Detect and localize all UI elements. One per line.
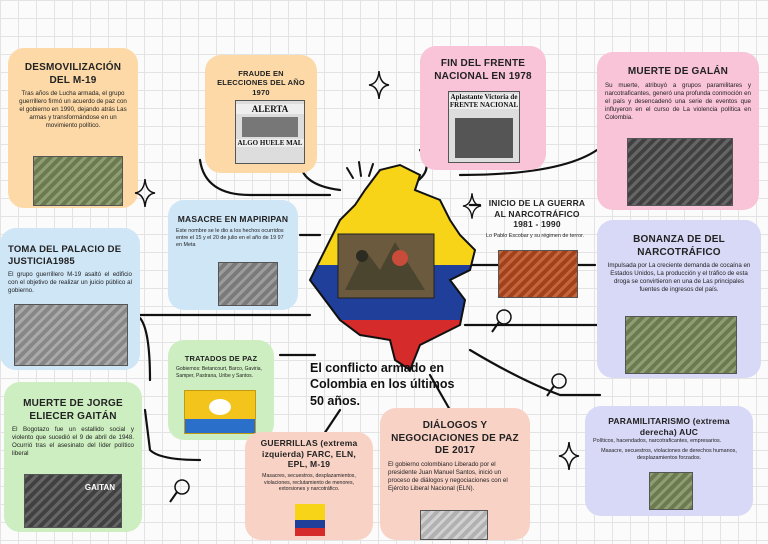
card-text: Gobiernos: Betancourt, Barco, Gaviria, S… [176,366,262,379]
card-text: Masacres, secuestros, desplazamientos, v… [262,472,356,493]
bonanza-photo [625,316,737,374]
card-title: DIÁLOGOS Y NEGOCIACIONES DE PAZ DE 2017 [391,420,519,456]
card-fraude: FRAUDE EN ELECCIONES DEL AÑO 1970 ALERTA… [205,55,317,173]
magnifier-icon [491,309,512,333]
magnifier-icon [546,373,567,397]
guerrilla-flag [295,504,325,536]
card-text: Tras años de Lucha armada, el grupo guer… [19,90,127,130]
card-text: Masacre, secuestros, violaciones de dere… [601,448,737,462]
card-text: El grupo guerrillero M-19 asaltó el edif… [8,270,132,294]
card-text: El Bogotazo fue un estallido social y vi… [12,426,134,458]
card-title: TRATADOS DE PAZ [184,354,258,363]
galan-photo [627,138,733,206]
newspaper-photo: ALERTA ALGO HUELE MAL [235,100,305,164]
card-title: FRAUDE EN ELECCIONES DEL AÑO 1970 [217,69,305,97]
card-title: INICIO DE LA GUERRA AL NARCOTRÁFICO 1981… [488,198,586,230]
newspaper-photo: Aplastante Victoria de FRENTE NACIONAL [448,91,520,163]
card-tratados: TRATADOS DE PAZ Gobiernos: Betancourt, B… [168,340,274,440]
card-title: DESMOVILIZACIÓN DEL M-19 [24,62,122,86]
sparkle-icon [558,441,580,471]
card-title: FIN DEL FRENTE NACIONAL EN 1978 [434,58,532,82]
fire-photo [498,250,578,298]
card-title: MUERTE DE JORGE ELIECER GAITÁN [23,398,123,422]
card-title: MASACRE EN MAPIRIPAN [177,214,289,224]
negotiation-photo [420,510,488,540]
card-title: GUERRILLAS (extrema izquierda) FARC, ELN… [260,438,358,470]
card-title: TOMA DEL PALACIO DE JUSTICIA1985 [8,244,122,267]
card-text: Lo Pablo Escobar y su régimen de terror. [486,232,584,239]
peace-dove-image [184,390,256,434]
magnifier-icon [169,479,190,503]
card-paramilitarismo: PARAMILITARISMO (extrema derecha) AUC Po… [585,406,753,516]
card-title: PARAMILITARISMO (extrema derecha) AUC [608,416,730,437]
card-mapiripan: MASACRE EN MAPIRIPAN Este nombre se le d… [168,200,298,310]
main-title: El conflicto armado en Colombia en los ú… [310,361,455,408]
card-title: MUERTE DE GALÁN [627,66,729,77]
card-desmovilizacion: DESMOVILIZACIÓN DEL M-19 Tras años de Lu… [8,48,138,208]
card-text: El gobierno colombiano Liberado por el p… [388,460,508,492]
card-text: Este nombre se le dio a los hechos ocurr… [176,227,284,248]
card-narcotrafico: INICIO DE LA GUERRA AL NARCOTRÁFICO 1981… [478,192,596,304]
card-title: BONANZA DE DEL NARCOTRÁFICO [633,234,725,258]
sparkle-icon [134,178,156,208]
card-frente-nacional: FIN DEL FRENTE NACIONAL EN 1978 Aplastan… [420,46,546,170]
palacio-photo [14,304,128,366]
sparkle-icon [368,70,390,100]
card-galan: MUERTE DE GALÁN Su muerte, atribuyó a gr… [597,52,759,210]
card-palacio: TOMA DEL PALACIO DE JUSTICIA1985 El grup… [0,228,140,370]
mapiripan-photo [218,262,278,306]
m19-photo [33,156,123,206]
sparkle-icon [462,193,482,219]
gaitan-photo: GAITAN [24,474,122,528]
card-guerrillas: GUERRILLAS (extrema izquierda) FARC, ELN… [245,432,373,540]
burst-lines [346,161,374,179]
card-text: Impulsada por La creciente demanda de co… [607,262,751,294]
auc-photo [649,472,693,510]
card-gaitan: MUERTE DE JORGE ELIECER GAITÁN El Bogota… [4,382,142,532]
card-dialogos: DIÁLOGOS Y NEGOCIACIONES DE PAZ DE 2017 … [380,408,530,540]
card-text: Su muerte, atribuyó a grupos paramilitar… [605,81,751,121]
card-subtitle: Políticos, hacendados, narcotraficantes,… [593,438,722,445]
colombia-flag-map [308,163,477,372]
card-bonanza: BONANZA DE DEL NARCOTRÁFICO Impulsada po… [597,220,761,378]
